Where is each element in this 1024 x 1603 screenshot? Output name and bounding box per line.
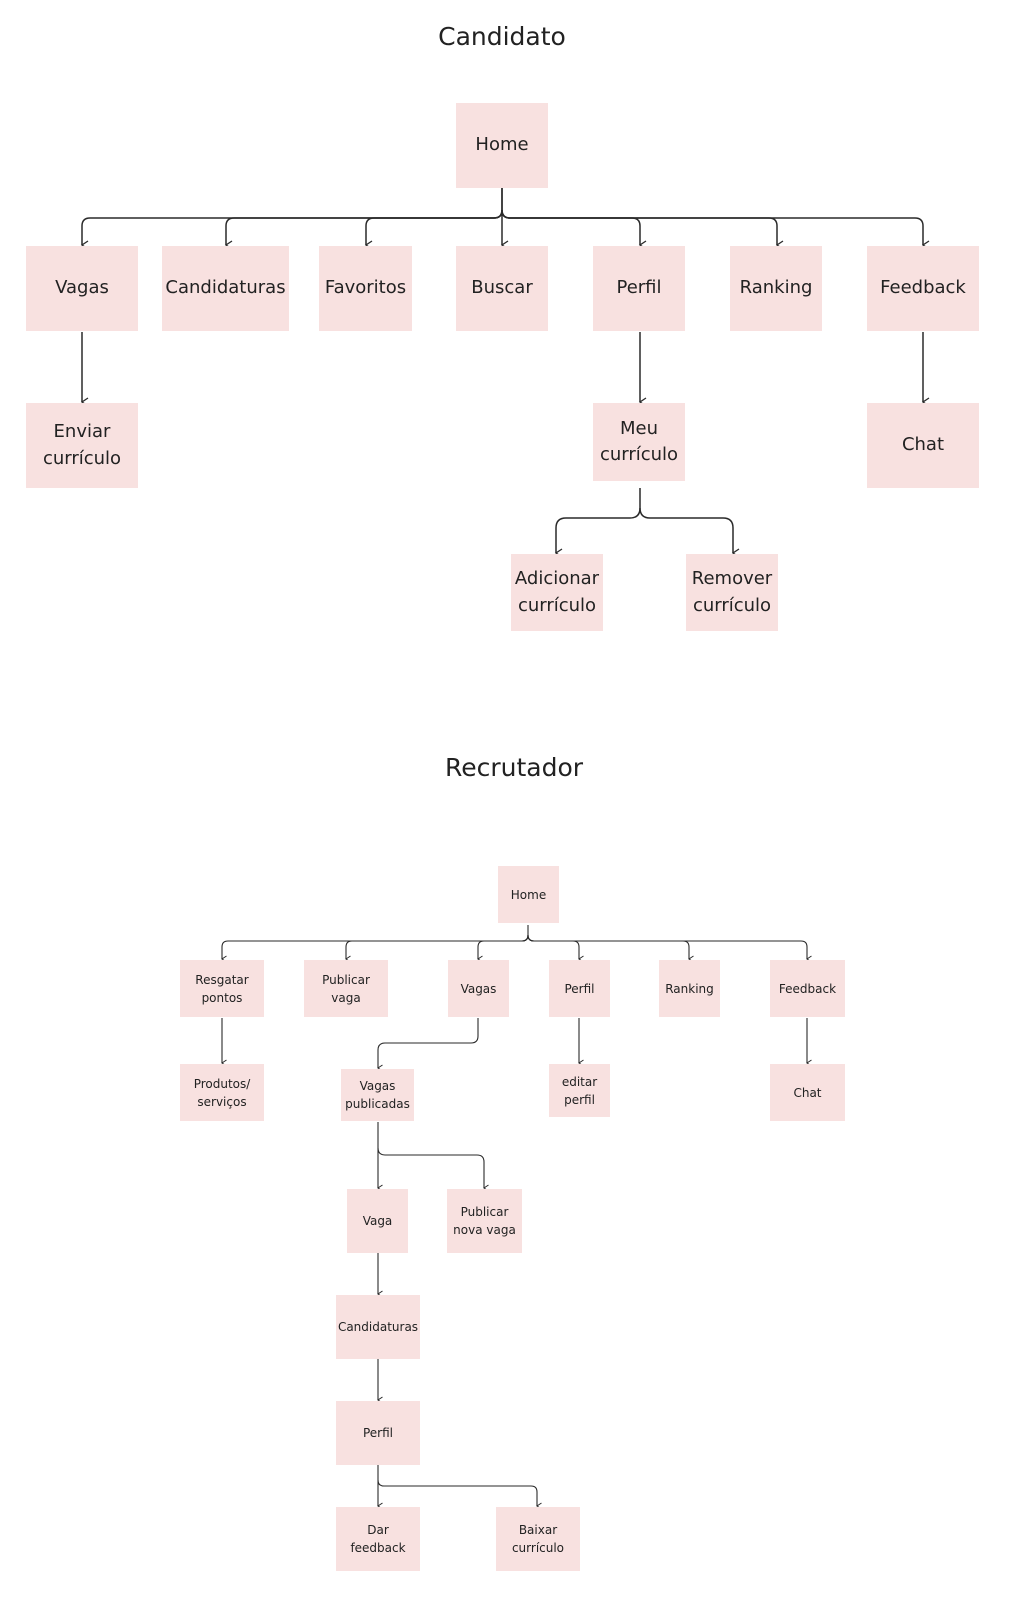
node-vagas: Vagas: [26, 246, 138, 331]
edge-home-candidaturas: [224, 209, 503, 250]
node-r-home: Home: [498, 866, 559, 923]
node-feedback: Feedback: [867, 246, 979, 331]
edge-r-home-feedback: [527, 934, 812, 963]
node-r-feedback: Feedback: [770, 960, 845, 1017]
edge-r-home-vagas: [477, 934, 529, 963]
node-r-ranking: Ranking: [659, 960, 720, 1017]
node-r-resgatar-pontos: Resgatar pontos: [180, 960, 264, 1017]
node-r-vagas: Vagas: [448, 960, 509, 1017]
edge-home-vagas: [80, 188, 503, 250]
node-chat: Chat: [867, 403, 979, 488]
node-r-perfil-candidato: Perfil: [336, 1401, 420, 1465]
node-r-publicar-vaga: Publicar vaga: [304, 960, 388, 1017]
candidato-title: Candidato: [438, 22, 566, 51]
edge-meu-adicionar: [554, 488, 641, 558]
node-r-perfil: Perfil: [549, 960, 610, 1017]
node-r-vaga: Vaga: [347, 1189, 408, 1253]
node-r-vagas-publicadas: Vagas publicadas: [341, 1069, 414, 1121]
node-home: Home: [456, 103, 548, 188]
node-adicionar-curriculo: Adicionar currículo: [511, 554, 603, 631]
recrutador-title: Recrutador: [444, 753, 584, 782]
edge-home-favoritos: [364, 209, 503, 250]
edge-home-perfil: [501, 209, 647, 250]
node-meu-curriculo: Meu currículo: [593, 403, 685, 481]
edge-home-feedback: [501, 209, 930, 250]
edge-r-perfil-baixar: [377, 1479, 542, 1510]
edge-r-publicadas-nova: [377, 1147, 489, 1192]
node-r-candidaturas: Candidaturas: [336, 1295, 420, 1359]
node-r-editar-perfil: editar perfil: [549, 1064, 610, 1117]
node-buscar: Buscar: [456, 246, 548, 331]
edge-r-home-resgatar: [221, 925, 529, 963]
edge-r-home-publicar: [345, 934, 529, 963]
edge-meu-remover: [639, 507, 740, 558]
node-r-baixar-curriculo: Baixar currículo: [496, 1507, 580, 1571]
node-remover-curriculo: Remover currículo: [686, 554, 778, 631]
node-candidaturas: Candidaturas: [162, 246, 289, 331]
node-r-dar-feedback: Dar feedback: [336, 1507, 420, 1571]
node-perfil: Perfil: [593, 246, 685, 331]
node-r-publicar-nova-vaga: Publicar nova vaga: [447, 1189, 522, 1253]
edge-r-home-perfil: [527, 934, 584, 963]
node-r-chat: Chat: [770, 1064, 845, 1121]
node-favoritos: Favoritos: [319, 246, 412, 331]
node-r-produtos-servicos: Produtos/ serviços: [180, 1064, 264, 1121]
edge-r-home-ranking: [527, 934, 694, 963]
edge-r-vagas-publicadas: [377, 1018, 479, 1072]
node-enviar-curriculo: Enviar currículo: [26, 403, 138, 488]
node-ranking: Ranking: [730, 246, 822, 331]
